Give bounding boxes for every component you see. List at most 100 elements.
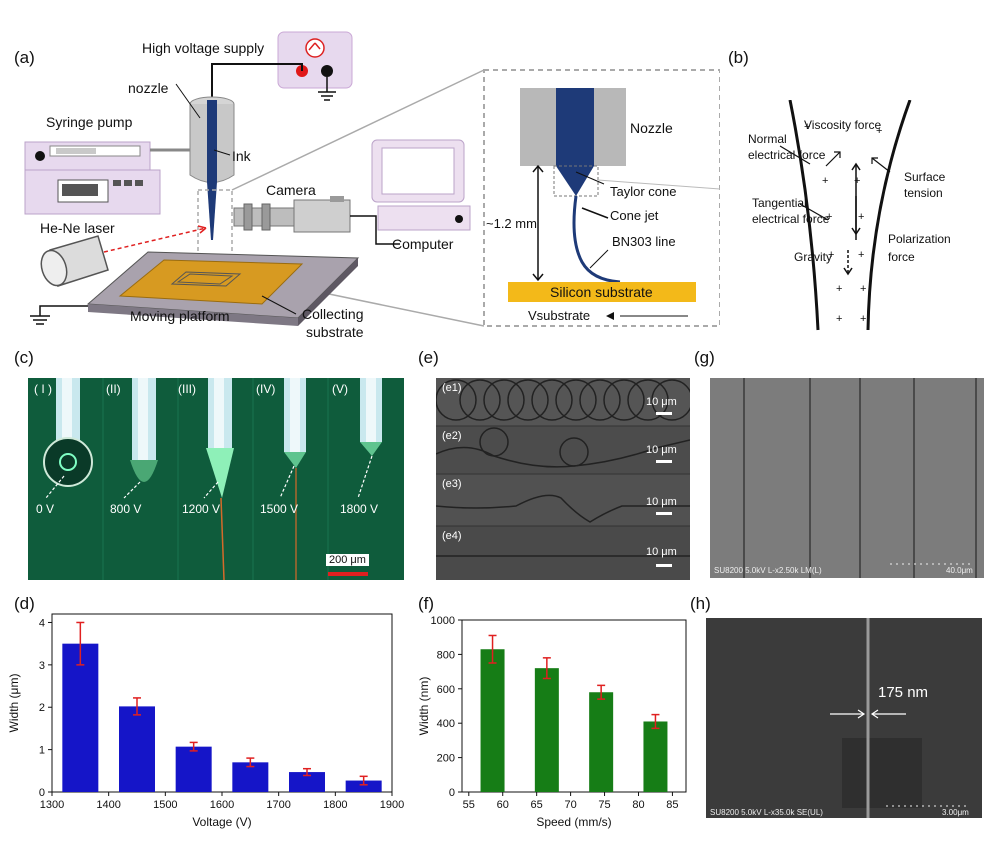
zoom-label-cone-jet: Cone jet xyxy=(610,208,659,223)
sem-g-scale: 40.0μm xyxy=(946,566,973,575)
x-tick-label: 1900 xyxy=(380,799,404,811)
y-axis-label: Width (nm) xyxy=(417,677,431,736)
x-axis-label: Voltage (V) xyxy=(192,815,251,829)
setup-schematic xyxy=(24,31,720,327)
svg-text:+: + xyxy=(860,283,866,295)
x-tick-label: 1400 xyxy=(96,799,120,811)
plot-frame xyxy=(461,619,687,793)
bar xyxy=(345,780,382,792)
x-tick-label: 1600 xyxy=(210,799,234,811)
y-tick-label: 600 xyxy=(437,684,455,696)
y-axis-label: Width (μm) xyxy=(7,674,21,733)
x-tick-label: 1700 xyxy=(266,799,290,811)
zoom-label-nozzle: Nozzle xyxy=(630,120,673,136)
svg-text:+: + xyxy=(876,125,882,137)
negative-terminal xyxy=(321,65,333,77)
svg-text:+: + xyxy=(828,249,834,261)
bar xyxy=(119,706,155,792)
force-viscosity: Viscosity force xyxy=(804,118,882,132)
x-tick-label: 75 xyxy=(598,799,610,811)
svg-text:+: + xyxy=(854,175,860,187)
x-axis-label: Speed (mm/s) xyxy=(536,815,611,829)
force-surface-1: Surface xyxy=(904,170,946,184)
svg-text:+: + xyxy=(858,249,864,261)
sem-e-photo: (e1) (e2) (e3) (e4) 10 μm 10 μm 10 μm 10… xyxy=(436,378,690,580)
force-gravity: Gravity xyxy=(794,250,833,264)
voltage-label-1500: 1500 V xyxy=(260,502,299,516)
sem-h-caption: SU8200 5.0kV L-x35.0k SE(UL) xyxy=(710,808,823,817)
sem-e2-scale: 10 μm xyxy=(646,444,677,456)
label-ink: Ink xyxy=(232,148,251,164)
panel-label-g: (g) xyxy=(694,348,715,367)
y-tick-label: 4 xyxy=(39,617,45,629)
panel-label-f: (f) xyxy=(418,594,435,613)
high-voltage-supply-box xyxy=(277,31,353,89)
force-normal-2: electrical force xyxy=(748,148,826,162)
voltage-label-1200: 1200 V xyxy=(182,502,221,516)
jet-scale-bar-label: 200 μm xyxy=(326,554,369,566)
svg-text:+: + xyxy=(804,121,810,133)
bar xyxy=(480,649,505,792)
sem-g-photo: SU8200 5.0kV L-x2.50k LM(L) 40.0μm xyxy=(710,378,984,578)
y-tick-label: 2 xyxy=(39,702,45,714)
x-tick-label: 70 xyxy=(564,799,576,811)
jet-mode-label-4: (IV) xyxy=(256,382,276,396)
jet-mode-label-2: (II) xyxy=(106,382,121,396)
label-nozzle: nozzle xyxy=(128,80,169,96)
sem-h-photo: 175 nm SU8200 5.0kV L-x35.0k SE(UL) 3.00… xyxy=(706,618,982,818)
label-computer: Computer xyxy=(392,236,454,252)
zoom-label-distance: ~1.2 mm xyxy=(486,216,537,231)
sem-e1-label: (e1) xyxy=(442,382,462,394)
label-collecting: Collecting xyxy=(302,306,364,322)
x-tick-label: 55 xyxy=(463,799,475,811)
jet-mode-label-5: (V) xyxy=(332,382,348,396)
svg-text:+: + xyxy=(860,313,866,325)
panel-label-b: (b) xyxy=(728,48,749,67)
sem-e2-label: (e2) xyxy=(442,430,462,442)
label-high-voltage-supply: High voltage supply xyxy=(142,40,265,56)
force-tangential-2: electrical force xyxy=(752,212,830,226)
panel-label-d: (d) xyxy=(14,594,35,613)
bar xyxy=(175,746,212,792)
x-tick-label: 85 xyxy=(666,799,678,811)
bar xyxy=(289,772,325,792)
panel-label-e: (e) xyxy=(418,348,439,367)
label-camera: Camera xyxy=(266,182,316,198)
y-tick-label: 1 xyxy=(39,745,45,757)
y-tick-label: 1000 xyxy=(431,615,455,627)
panel-label-c: (c) xyxy=(14,348,34,367)
label-moving-platform: Moving platform xyxy=(130,308,230,324)
force-normal-1: Normal xyxy=(748,132,787,146)
bar xyxy=(62,643,99,792)
x-tick-label: 80 xyxy=(632,799,644,811)
svg-text:+: + xyxy=(822,175,828,187)
sem-h-width-label: 175 nm xyxy=(878,684,929,701)
jet-mode-photo: ( I ) (II) (III) (IV) (V) 0 V 800 V 1200… xyxy=(28,378,404,580)
panel-label-a: (a) xyxy=(14,48,35,67)
label-syringe-pump: Syringe pump xyxy=(46,114,133,130)
x-tick-label: 1500 xyxy=(153,799,177,811)
force-surface-2: tension xyxy=(904,186,943,200)
voltage-label-0: 0 V xyxy=(36,502,55,516)
force-tangential-1: Tangential xyxy=(752,196,807,210)
sem-e1-scale: 10 μm xyxy=(646,396,677,408)
label-substrate: substrate xyxy=(306,324,364,340)
panel-label-h: (h) xyxy=(690,594,711,613)
bar xyxy=(534,668,559,792)
voltage-label-1800: 1800 V xyxy=(340,502,379,516)
x-tick-label: 1800 xyxy=(323,799,347,811)
label-he-ne-laser: He-Ne laser xyxy=(40,220,115,236)
jet-mode-label-1: ( I ) xyxy=(34,382,52,396)
sem-e3-label: (e3) xyxy=(442,478,462,490)
force-polarization-2: force xyxy=(888,250,915,264)
zoom-label-silicon-substrate: Silicon substrate xyxy=(550,284,653,300)
x-tick-label: 65 xyxy=(531,799,543,811)
zoom-label-taylor-cone: Taylor cone xyxy=(610,184,677,199)
svg-text:+: + xyxy=(826,211,832,223)
svg-text:+: + xyxy=(836,313,842,325)
x-tick-label: 60 xyxy=(497,799,509,811)
y-tick-label: 0 xyxy=(39,787,45,799)
plot-frame xyxy=(51,613,393,793)
